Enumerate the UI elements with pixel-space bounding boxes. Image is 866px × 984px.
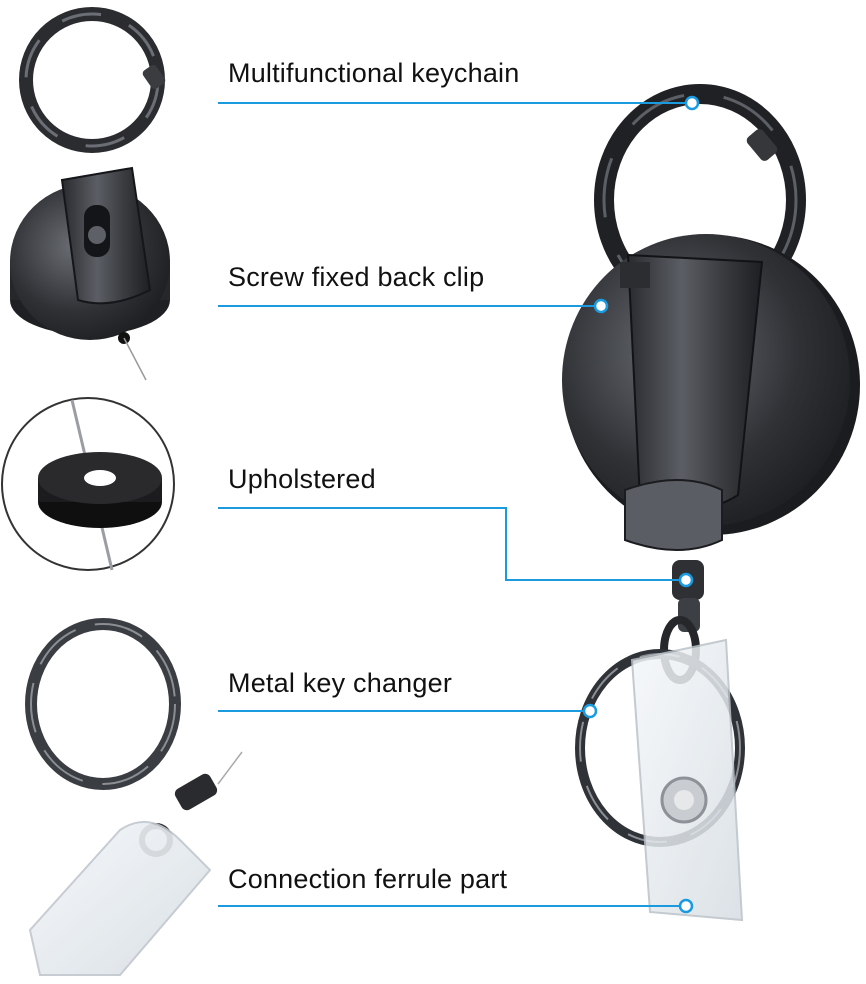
callout-dot-ferrule [678,898,694,914]
back-clip-thumbnail [10,166,170,381]
split-ring-thumbnail [25,618,181,790]
callout-dot-key-changer [582,703,598,719]
ferrule-thumbnail [28,751,243,976]
callout-dot-back-clip [593,298,609,314]
callout-lines [218,102,692,907]
callout-label-back-clip: Screw fixed back clip [228,262,485,292]
callout-label-upholstered: Upholstered [228,464,376,494]
callout-label-keychain: Multifunctional keychain [228,58,520,88]
main-product [562,84,860,922]
callout-dot-upholstered [678,572,694,588]
callout-line-upholstered [218,507,686,581]
callout-label-key-changer: Metal key changer [228,668,453,698]
callout-label-ferrule: Connection ferrule part [228,864,508,894]
callout-dot-keychain [684,95,700,111]
callout-dots [582,95,700,914]
snap-ring-thumbnail [19,7,166,153]
upholstered-thumbnail [1,397,175,571]
